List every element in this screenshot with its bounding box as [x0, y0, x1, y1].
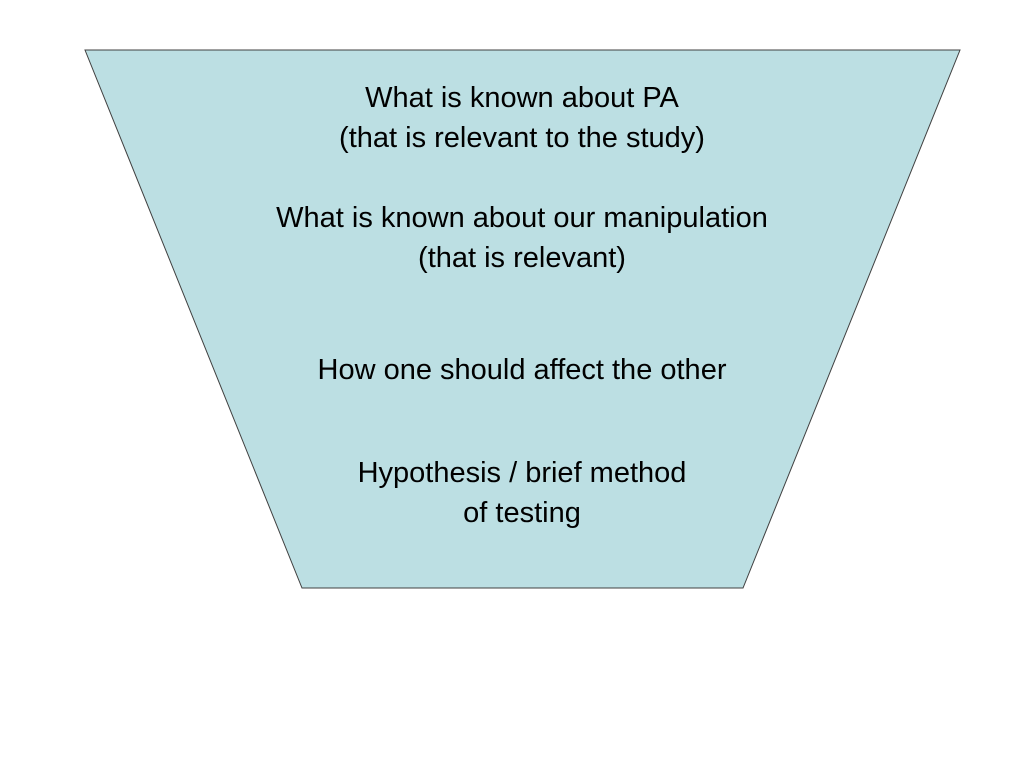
funnel-level-4-line-2: of testing: [463, 497, 581, 529]
funnel-level-1-line-2: (that is relevant to the study): [339, 122, 705, 154]
funnel-level-3-text: How one should affect the other: [212, 350, 832, 390]
funnel-level-2-line-2: (that is relevant): [418, 242, 626, 274]
funnel-shape: [84, 49, 961, 589]
funnel-level-3-line-1: How one should affect the other: [317, 354, 727, 386]
funnel-level-1-line-1: What is known about PA: [365, 82, 679, 114]
funnel-level-4-line-1: Hypothesis / brief method: [357, 457, 687, 489]
funnel-level-4-text: Hypothesis / brief method of testing: [212, 453, 832, 533]
funnel-level-2-text: What is known about our manipulation (th…: [212, 198, 832, 278]
funnel-level-2-line-1: What is known about our manipulation: [276, 202, 768, 234]
funnel-level-1-text: What is known about PA (that is relevant…: [212, 78, 832, 158]
